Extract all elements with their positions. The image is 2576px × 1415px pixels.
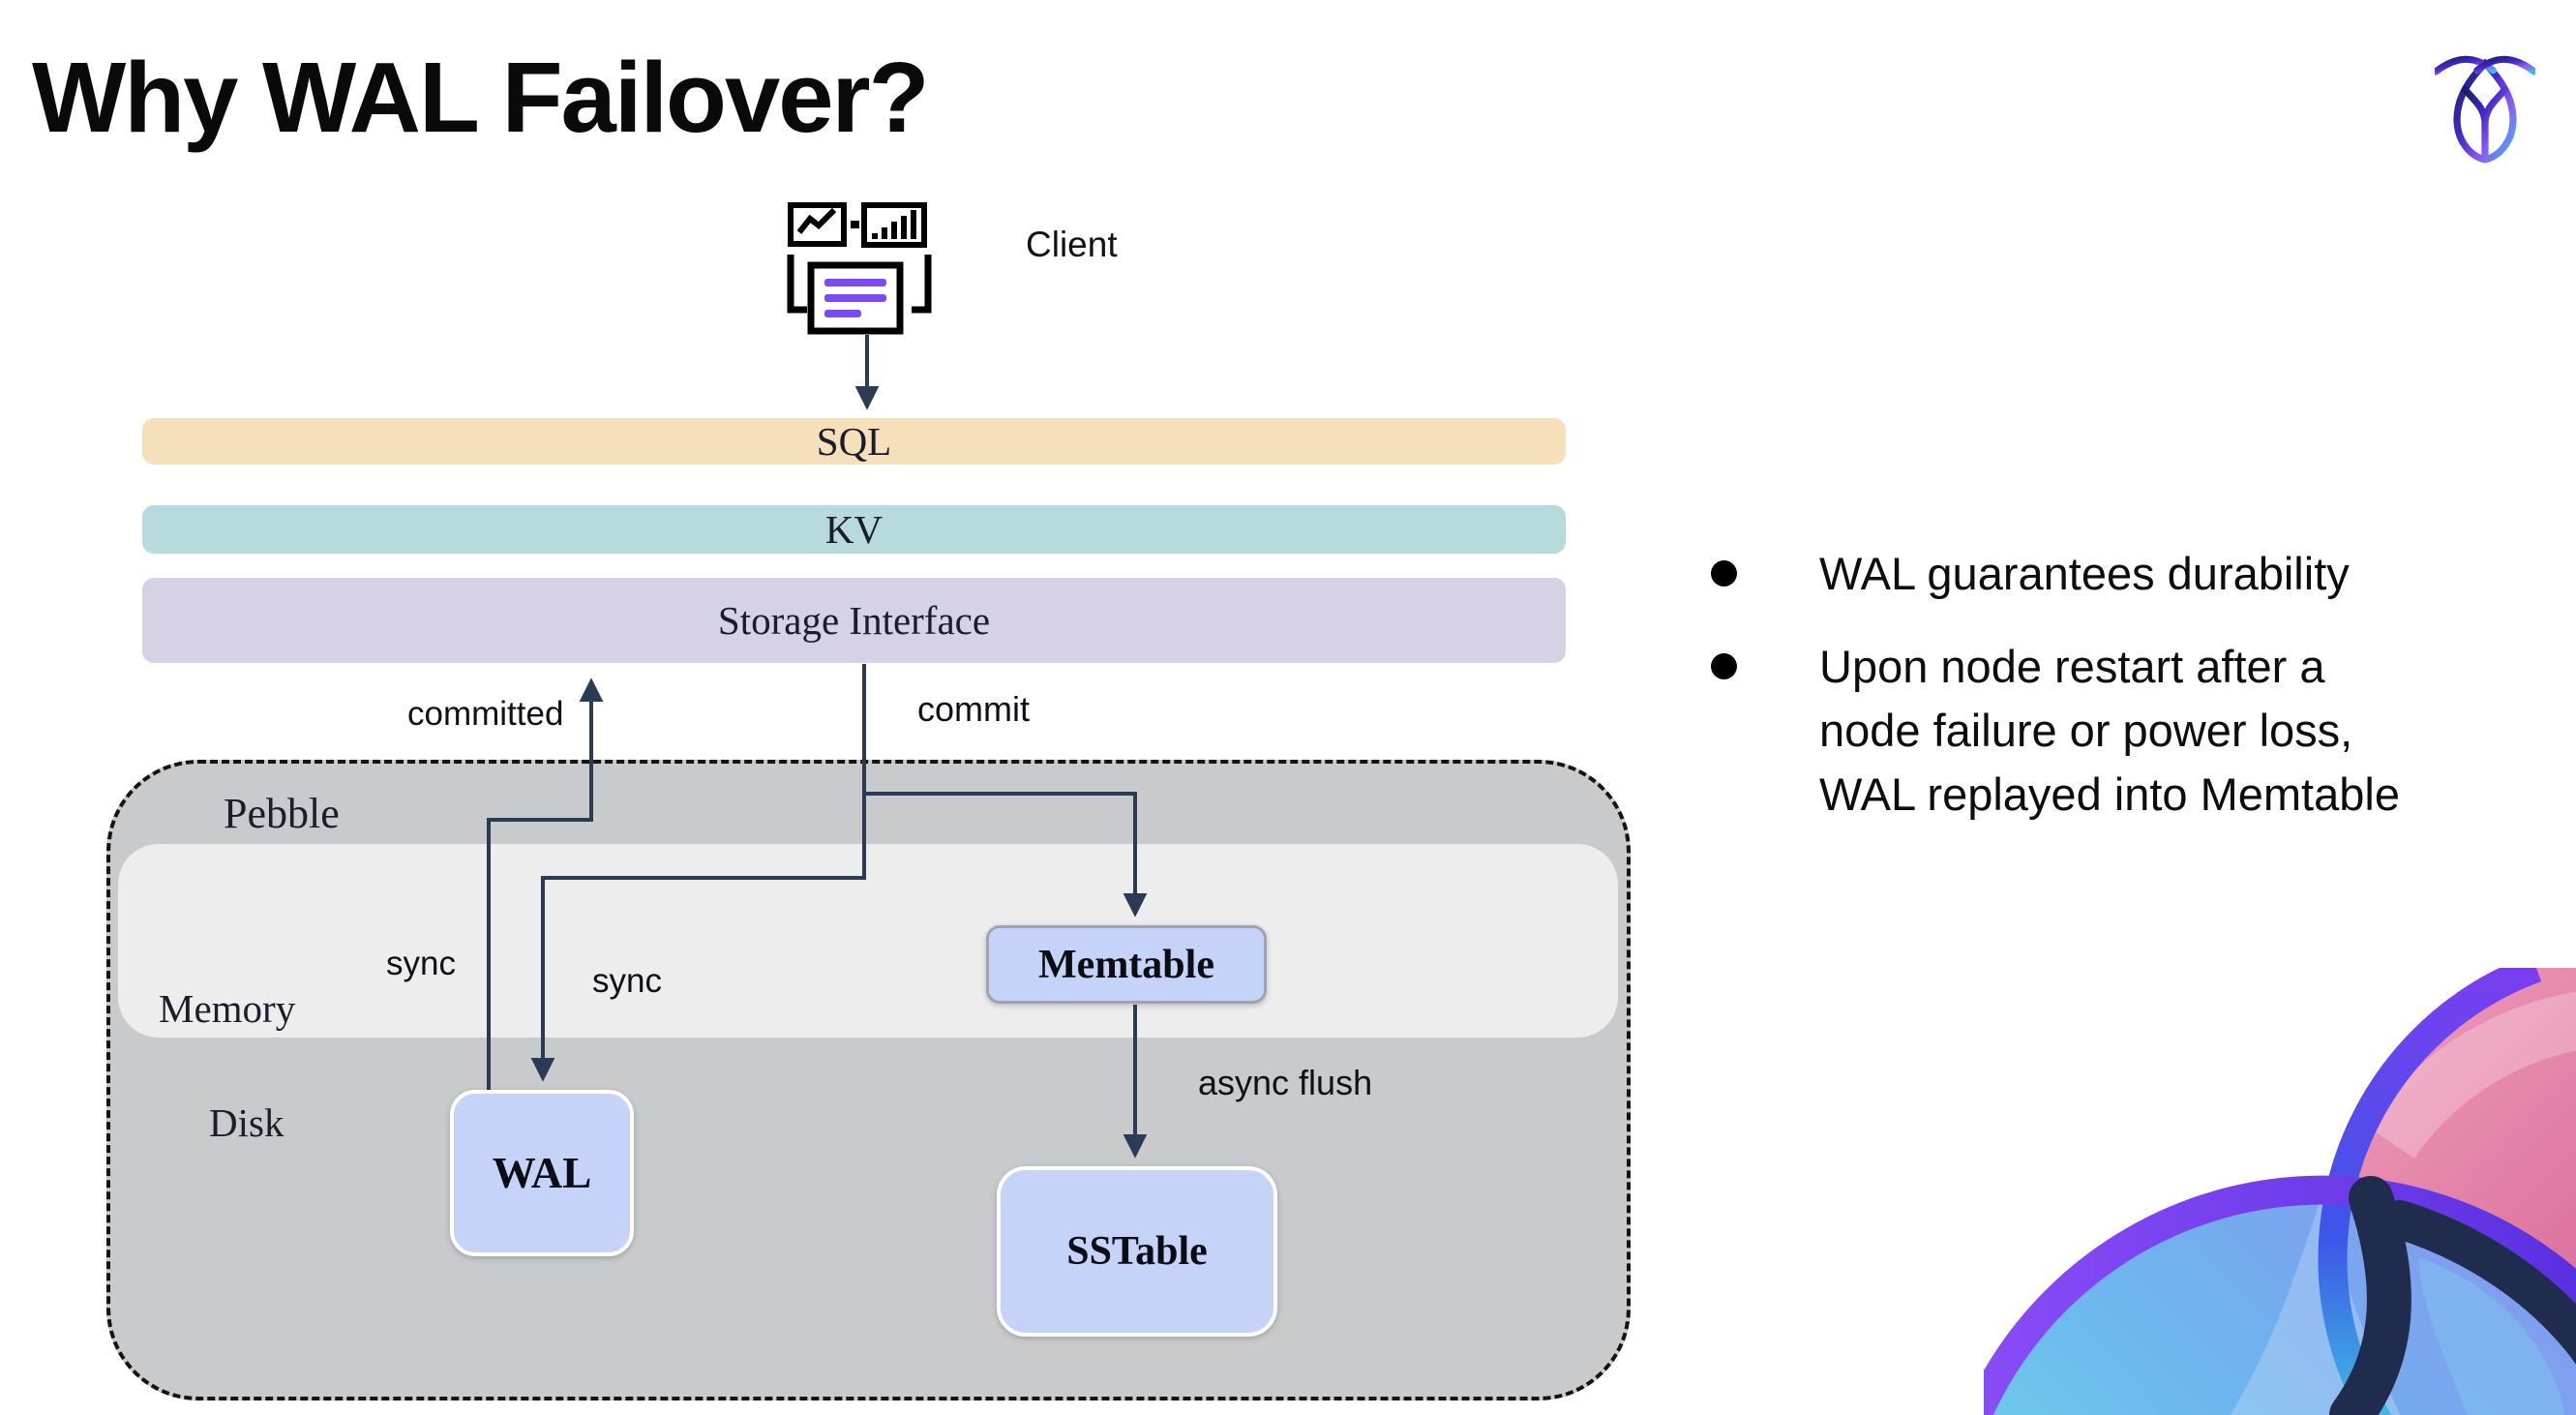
bullet-line: WAL replayed into Memtable <box>1819 768 2400 820</box>
bullet-line: node failure or power loss, <box>1819 705 2353 756</box>
client-label: Client <box>1026 225 1118 264</box>
sync-left-edge-label: sync <box>386 945 456 982</box>
bullet-icon <box>1711 560 1737 587</box>
left-bracket <box>787 255 807 314</box>
sync-right-edge-label: sync <box>592 962 662 1000</box>
document-icon <box>807 261 904 335</box>
list-item: WAL guarantees durability <box>1693 542 2576 606</box>
disk-label: Disk <box>209 1100 285 1145</box>
client-icon <box>787 202 932 335</box>
bullet-list: WAL guarantees durability Upon node rest… <box>1693 542 2576 827</box>
layer-bar-storage-interface: Storage Interface <box>142 578 1566 663</box>
list-item: Upon node restart after a node failure o… <box>1693 635 2576 827</box>
layer-bar-kv: KV <box>142 505 1566 554</box>
layer-bar-sql: SQL <box>142 418 1566 465</box>
page-title: Why WAL Failover? <box>32 42 930 153</box>
cockroachdb-logo <box>2435 55 2535 164</box>
sstable-node: SSTable <box>997 1166 1277 1337</box>
bullet-line: WAL guarantees durability <box>1819 548 2350 599</box>
pebble-label: Pebble <box>224 790 340 837</box>
memtable-node: Memtable <box>986 925 1267 1004</box>
cockroachdb-corner-artwork <box>1984 968 2576 1415</box>
bar-chart-icon <box>861 202 927 248</box>
commit-edge-label: commit <box>917 689 1030 729</box>
wal-node: WAL <box>450 1090 634 1256</box>
async-flush-edge-label: async flush <box>1198 1063 1373 1102</box>
line-chart-icon <box>788 202 847 247</box>
right-bracket <box>912 255 932 314</box>
committed-edge-label: committed <box>407 695 564 733</box>
bullet-icon <box>1711 653 1737 679</box>
bullet-line: Upon node restart after a <box>1819 641 2325 692</box>
memory-label: Memory <box>159 986 296 1031</box>
dash-connector <box>851 221 859 228</box>
memory-region <box>118 844 1618 1038</box>
